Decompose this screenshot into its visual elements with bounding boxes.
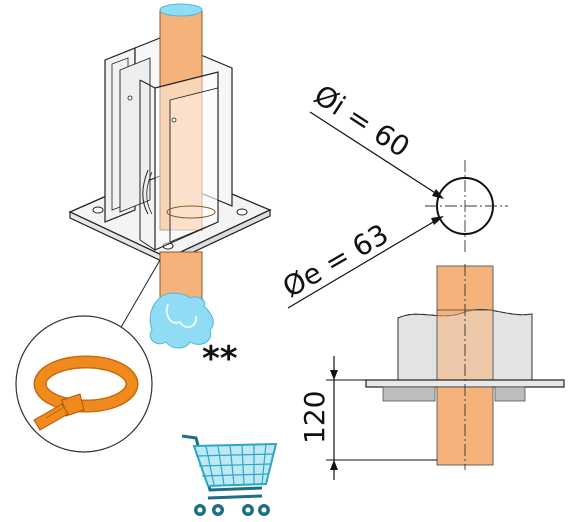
note-marker: ** (202, 339, 238, 379)
bolt-hole (92, 206, 104, 214)
pipe-collar (166, 205, 216, 219)
section-view (365, 264, 565, 470)
inner-diameter-leader (309, 111, 441, 197)
pipe-top-water (159, 3, 203, 17)
shopping-cart-icon[interactable] (181, 434, 278, 516)
detail-leader-line (115, 259, 161, 337)
height-dimension-label: 120 (298, 391, 331, 444)
pipe-cross-section (425, 160, 508, 254)
outer-diameter-label: Øe = 63 (277, 217, 394, 304)
height-dimension (326, 356, 437, 480)
outer-diameter-leader (287, 217, 441, 309)
cable-tie-icon (33, 355, 139, 431)
pipe-upper (159, 9, 203, 231)
pipe-lower (159, 251, 203, 301)
isometric-post-base (68, 3, 272, 349)
water-splash-icon (149, 292, 214, 349)
cable-tie-detail (15, 315, 153, 453)
bolt-hole (236, 208, 248, 216)
